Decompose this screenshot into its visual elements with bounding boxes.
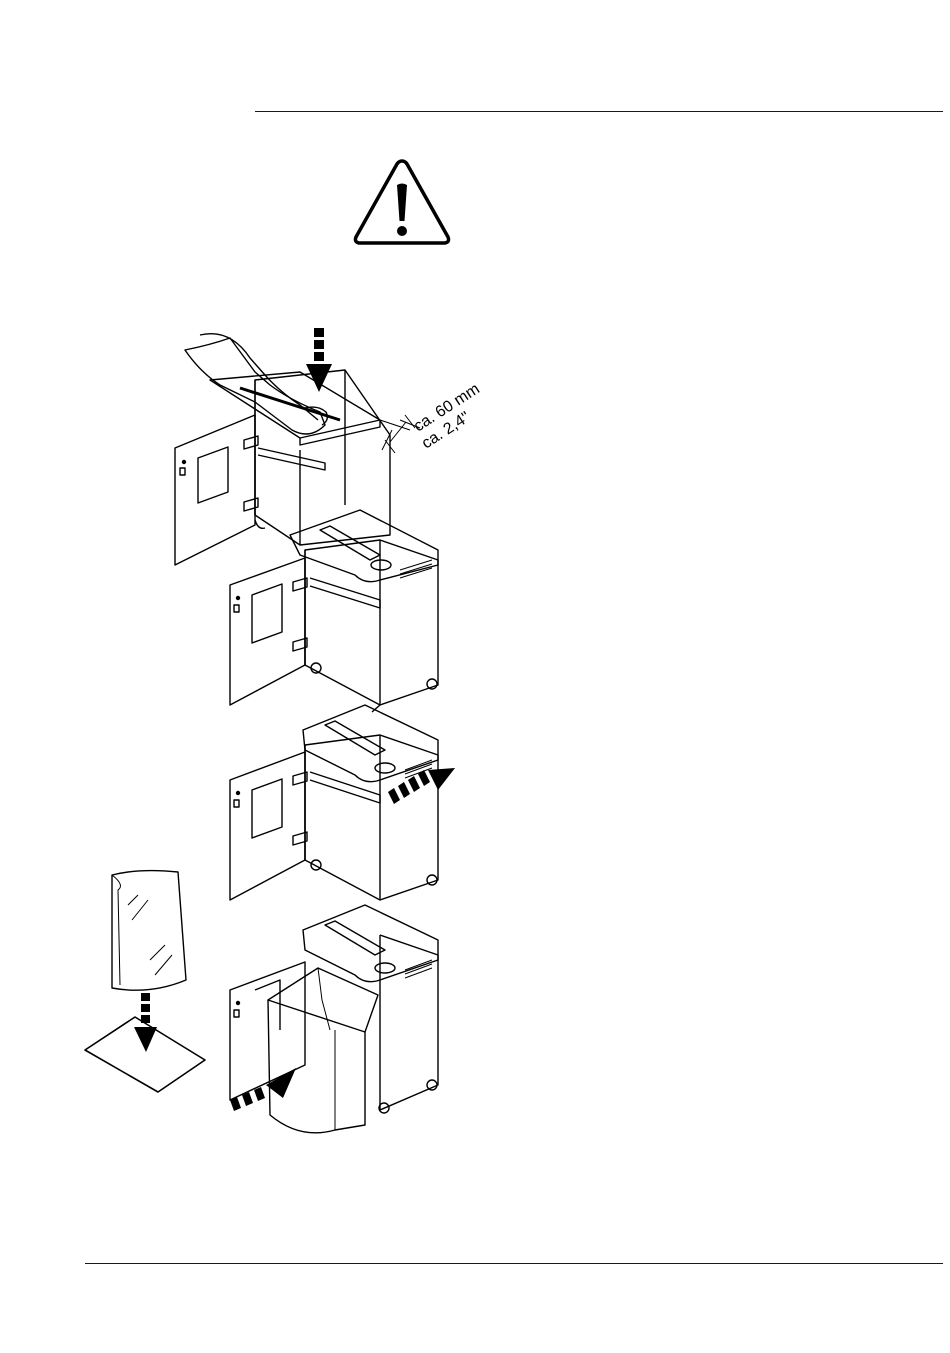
top-divider [255,111,943,112]
warning-triangle-icon [352,155,452,247]
step-3-cabinet [230,705,438,900]
down-arrow-icon [134,993,157,1052]
push-arrow-icon [230,1068,296,1111]
waste-bag-icon [112,871,186,991]
assembly-illustration: ca. 60 mm ca. 2,4" [0,300,520,1160]
down-arrow-icon [306,328,332,392]
step-1-cabinet [175,334,420,565]
step-2-cabinet [230,510,438,712]
bottom-divider [85,1263,943,1264]
